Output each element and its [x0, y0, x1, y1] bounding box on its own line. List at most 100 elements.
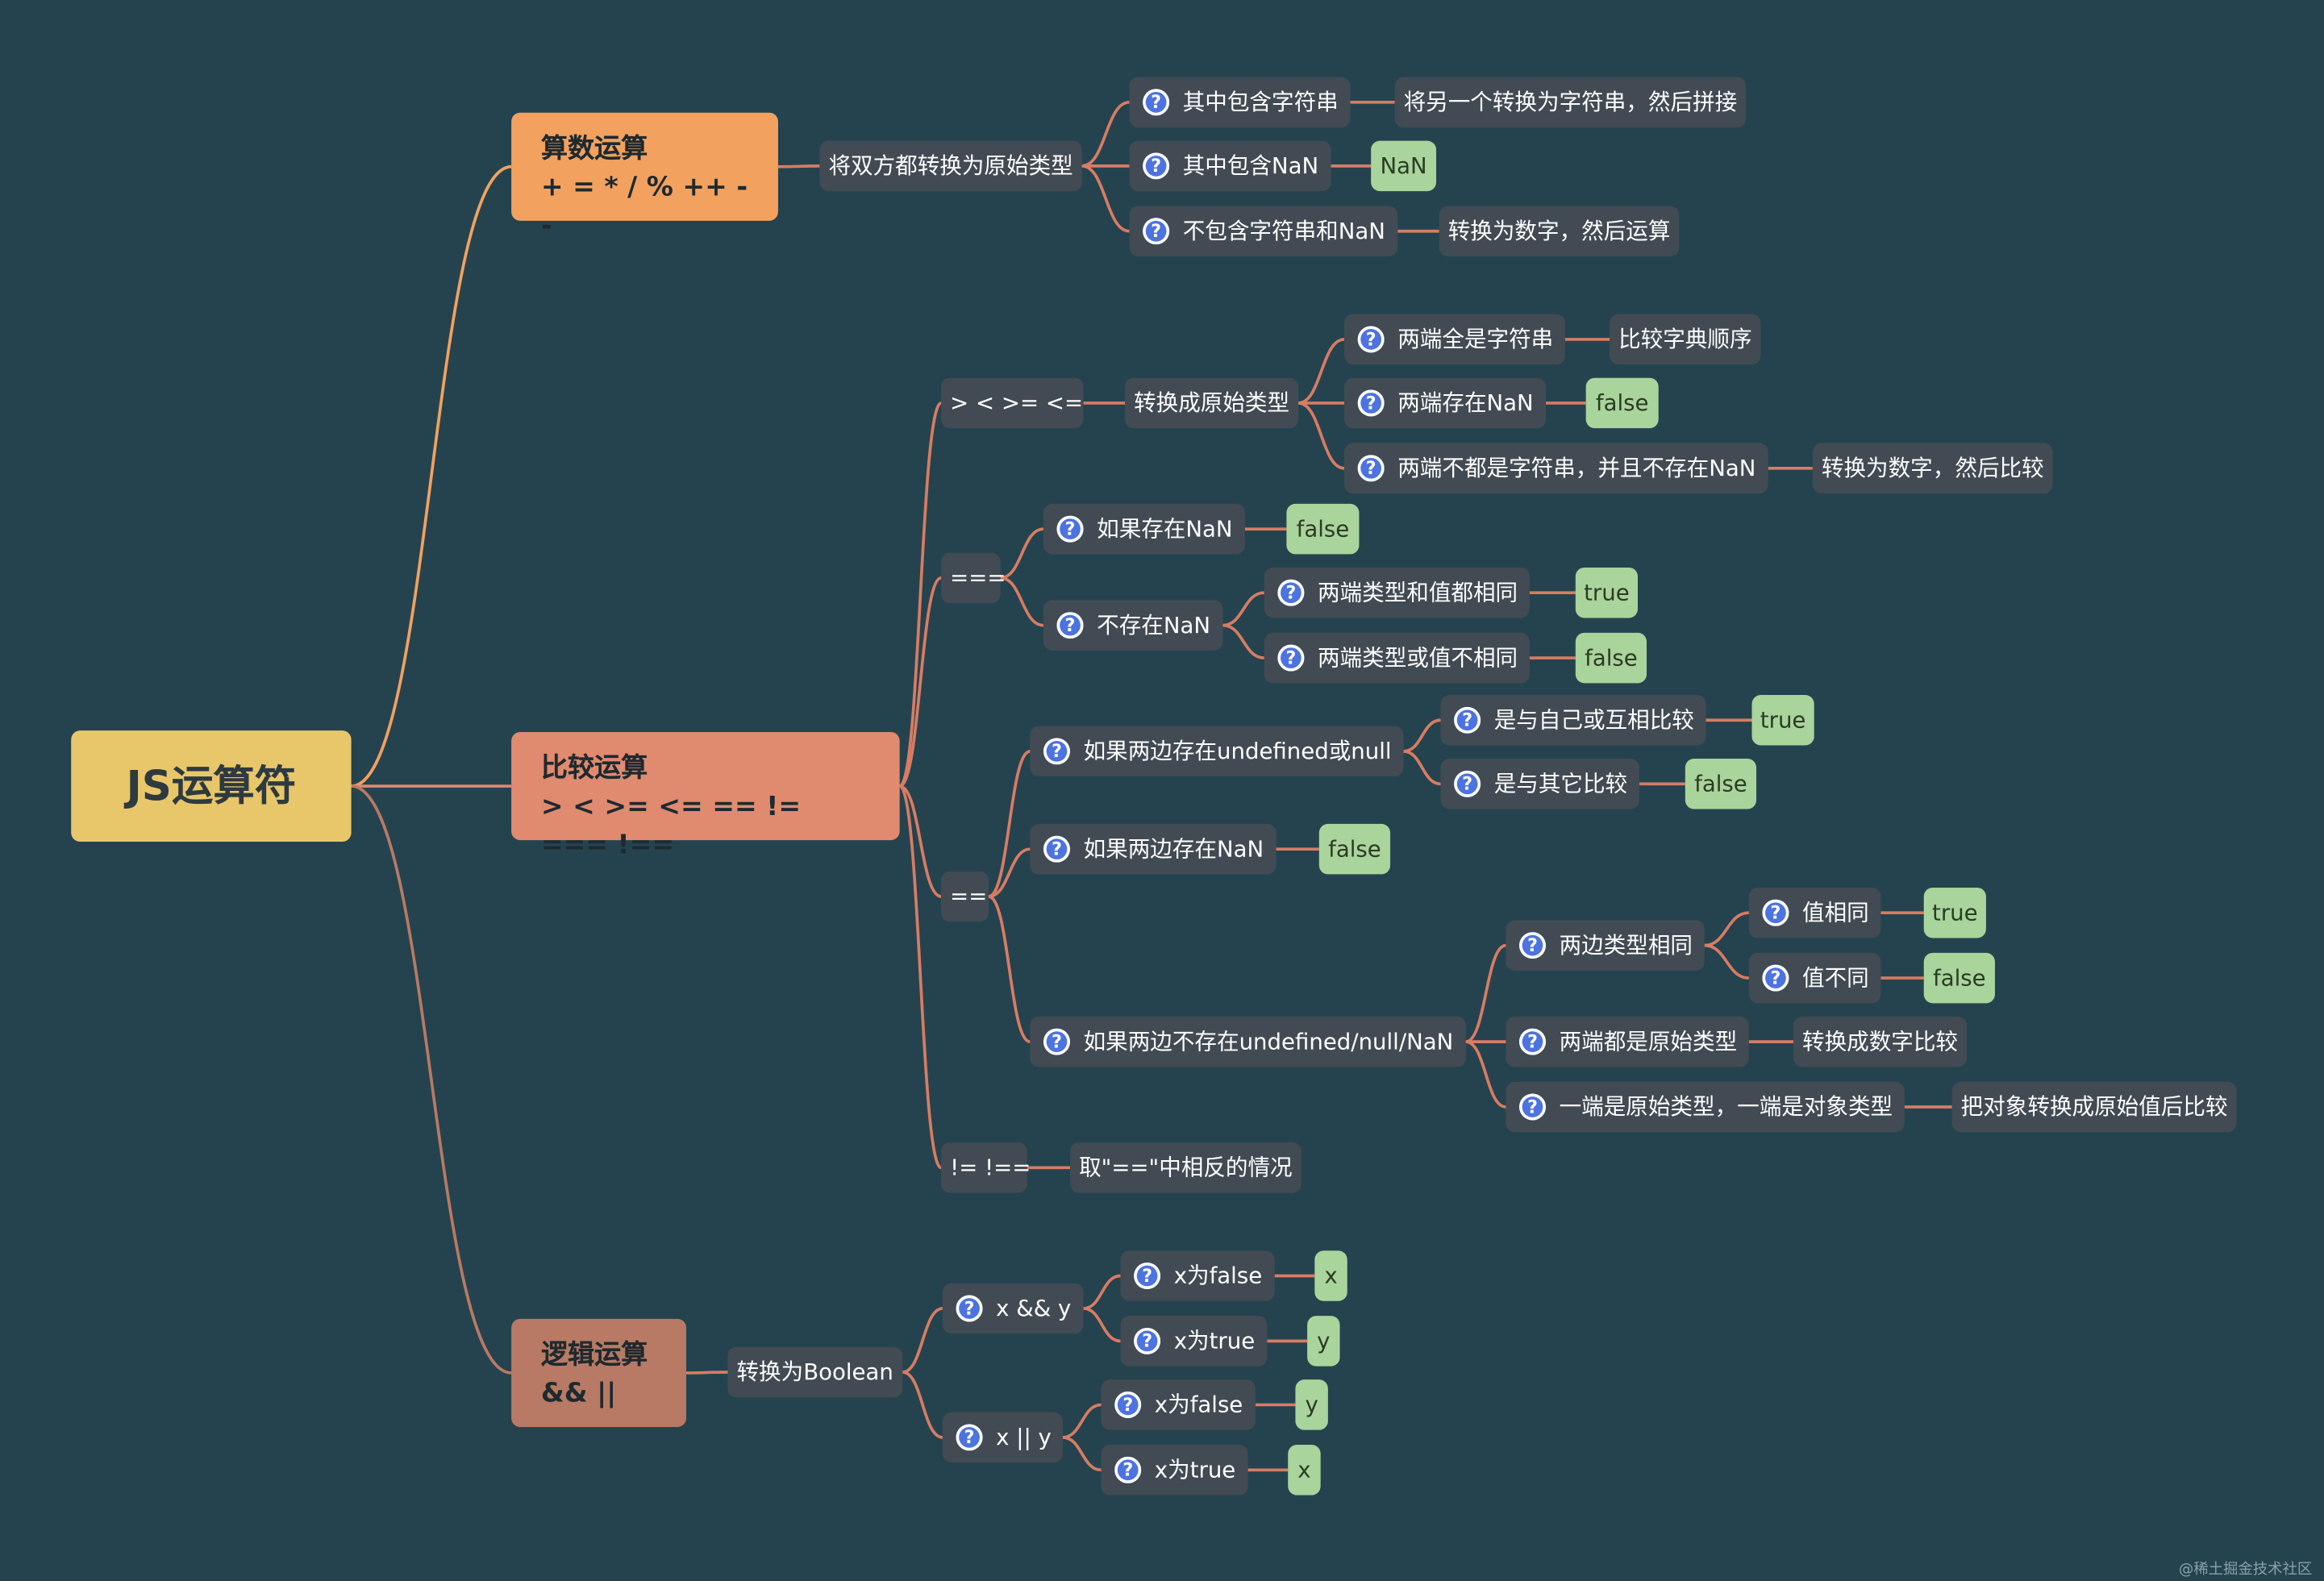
connector-branch-comparison-to-strict-equal-node — [898, 576, 942, 788]
loose-case-primitive-result[interactable]: 转换成数字比较 — [1793, 1016, 1968, 1067]
strict-case-diff-result[interactable]: false — [1575, 632, 1647, 684]
arith-case-nan-result[interactable]: NaN — [1371, 140, 1437, 192]
loose-case-diff-value[interactable]: ?值不同 — [1748, 952, 1881, 1004]
branch-arithmetic-ops: + = * / % ++ -- — [540, 172, 748, 242]
loose-case-none-label: 如果两边不存在undefined/null/NaN — [1083, 1028, 1454, 1055]
question-circle-icon: ? — [1143, 152, 1170, 180]
connector-branch-arithmetic-to-arith-convert-node — [777, 164, 820, 169]
connector-logic-or-node-to-logic-or-false — [1062, 1403, 1102, 1439]
rel-case-other[interactable]: ?两端不都是字符串，并且不存在NaN — [1344, 443, 1768, 494]
loose-case-self[interactable]: ?是与自己或互相比较 — [1440, 695, 1706, 746]
connector-logic-convert-node-to-logic-or-node — [902, 1371, 943, 1439]
question-circle-icon: ? — [1518, 932, 1547, 959]
arith-case-string[interactable]: ?其中包含字符串 — [1129, 77, 1351, 128]
rel-convert-node[interactable]: 转换成原始类型 — [1125, 377, 1299, 429]
loose-case-self-result-label: true — [1760, 706, 1806, 734]
logic-or-true[interactable]: ?x为true — [1101, 1445, 1247, 1496]
root-node[interactable]: JS运算符 — [71, 730, 352, 842]
not-equal-result[interactable]: 取"=="中相反的情况 — [1070, 1142, 1302, 1193]
arith-case-other-result[interactable]: 转换为数字，然后运算 — [1439, 206, 1680, 256]
rel-case-nan[interactable]: ?两端存在NaN — [1344, 377, 1546, 429]
logic-or-label: x || y — [996, 1424, 1052, 1451]
strict-case-diff-label: 两端类型或值不相同 — [1317, 644, 1518, 672]
logic-convert-node[interactable]: 转换为Boolean — [727, 1346, 902, 1398]
logic-or-node[interactable]: ?x || y — [942, 1412, 1064, 1463]
rel-case-nan-result[interactable]: false — [1585, 377, 1659, 429]
logic-or-false[interactable]: ?x为false — [1101, 1379, 1255, 1430]
connector-branch-logic-to-logic-convert-node — [685, 1371, 728, 1375]
arith-case-string-result[interactable]: 将另一个转换为字符串，然后拼接 — [1394, 77, 1747, 128]
loose-case-undef-null[interactable]: ?如果两边存在undefined或null — [1030, 726, 1404, 777]
branch-arithmetic[interactable]: 算数运算 + = * / % ++ -- — [511, 112, 778, 242]
connector-arith-convert-node-to-arith-case-other — [1081, 164, 1130, 233]
loose-case-diff-value-result[interactable]: false — [1923, 952, 1995, 1004]
loose-case-none[interactable]: ?如果两边不存在undefined/null/NaN — [1030, 1016, 1465, 1067]
logic-and-true-result[interactable]: y — [1307, 1316, 1340, 1367]
connector-branch-comparison-to-loose-equal-node — [899, 784, 942, 898]
logic-and-false-result-label: x — [1324, 1262, 1338, 1290]
not-equal-node[interactable]: != !== — [941, 1142, 1031, 1193]
logic-and-label: x && y — [996, 1295, 1072, 1322]
strict-case-no-nan[interactable]: ?不存在NaN — [1043, 600, 1222, 651]
question-circle-icon: ? — [1357, 455, 1385, 482]
question-circle-icon: ? — [1056, 515, 1084, 543]
strict-case-same-result[interactable]: true — [1575, 567, 1638, 618]
connector-root-node-to-branch-logic — [351, 784, 512, 1375]
logic-and-node[interactable]: ?x && y — [942, 1283, 1084, 1334]
connector-arith-convert-node-to-arith-case-string — [1081, 100, 1130, 168]
arith-case-nan[interactable]: ?其中包含NaN — [1129, 140, 1331, 192]
strict-case-diff[interactable]: ?两端类型或值不相同 — [1264, 632, 1530, 684]
arith-convert-node[interactable]: 将双方都转换为原始类型 — [819, 140, 1082, 192]
loose-case-same-value[interactable]: ? 值相同 — [1748, 887, 1881, 938]
loose-case-same-value-label: 值相同 — [1802, 899, 1869, 926]
arith-case-other-result-label: 转换为数字，然后运算 — [1447, 218, 1671, 245]
strict-case-nan[interactable]: ? 如果存在NaN — [1043, 503, 1245, 555]
loose-case-primitive-result-label: 转换成数字比较 — [1802, 1028, 1959, 1055]
strict-equal-node[interactable]: === — [941, 552, 1006, 604]
loose-case-same-type[interactable]: ?两边类型相同 — [1506, 920, 1705, 971]
branch-logic-ops: && || — [540, 1378, 617, 1409]
loose-case-other[interactable]: ?是与其它比较 — [1440, 759, 1639, 809]
connector-root-node-to-branch-arithmetic — [351, 164, 512, 788]
connector-strict-equal-node-to-strict-case-nan — [1000, 527, 1044, 580]
loose-case-nan[interactable]: ? 如果两边存在NaN — [1030, 823, 1276, 875]
question-circle-icon: ? — [1762, 899, 1789, 926]
question-circle-icon: ? — [1762, 964, 1789, 992]
arith-case-other[interactable]: ?不包含字符串和NaN — [1129, 206, 1397, 256]
loose-case-object-result[interactable]: 把对象转换成原始值后比较 — [1951, 1081, 2237, 1133]
branch-comparison-title: 比较运算 — [540, 752, 648, 784]
logic-and-false[interactable]: ?x为false — [1120, 1250, 1274, 1301]
loose-equal-label: == — [950, 883, 988, 910]
loose-case-nan-result[interactable]: false — [1318, 823, 1391, 875]
connector-strict-case-no-nan-to-strict-case-diff — [1222, 623, 1265, 659]
strict-case-nan-label: 如果存在NaN — [1097, 515, 1233, 543]
logic-or-true-result[interactable]: x — [1288, 1445, 1321, 1496]
branch-comparison[interactable]: 比较运算 > < >= <= == != === !== — [511, 731, 900, 861]
branch-logic[interactable]: 逻辑运算 && || — [511, 1318, 686, 1427]
logic-or-false-label: x为false — [1154, 1391, 1243, 1418]
loose-case-primitive[interactable]: ?两端都是原始类型 — [1506, 1016, 1749, 1067]
logic-and-false-result[interactable]: x — [1314, 1250, 1347, 1301]
question-circle-icon: ? — [1114, 1456, 1142, 1483]
connector-branch-comparison-to-rel-operators-node — [898, 401, 943, 788]
rel-case-other-result[interactable]: 转换为数字，然后比较 — [1812, 443, 2053, 494]
rel-case-strings-result[interactable]: 比较字典顺序 — [1610, 314, 1761, 365]
logic-or-false-result[interactable]: y — [1295, 1379, 1328, 1430]
rel-case-strings[interactable]: ?两端全是字符串 — [1344, 314, 1565, 365]
connector-logic-and-node-to-logic-and-false — [1083, 1274, 1121, 1310]
loose-case-nan-label: 如果两边存在NaN — [1083, 835, 1264, 863]
strict-case-nan-result-label: false — [1296, 515, 1350, 543]
question-circle-icon: ? — [1043, 835, 1071, 863]
strict-case-same[interactable]: ?两端类型和值都相同 — [1264, 567, 1530, 618]
strict-case-nan-result[interactable]: false — [1286, 503, 1360, 555]
loose-case-self-result[interactable]: true — [1751, 695, 1814, 746]
rel-operators-node[interactable]: > < >= <= — [941, 377, 1084, 429]
connector-loose-case-undef-null-to-loose-case-other — [1403, 750, 1441, 786]
logic-and-true[interactable]: ?x为true — [1120, 1316, 1267, 1367]
connector-rel-convert-node-to-rel-case-other — [1297, 401, 1345, 470]
loose-case-other-result[interactable]: false — [1685, 759, 1757, 809]
logic-and-true-label: x为true — [1173, 1327, 1256, 1354]
loose-case-same-value-result[interactable]: true — [1923, 887, 1986, 938]
loose-case-object[interactable]: ?一端是原始类型，一端是对象类型 — [1506, 1081, 1905, 1133]
loose-equal-node[interactable]: == — [941, 871, 989, 922]
